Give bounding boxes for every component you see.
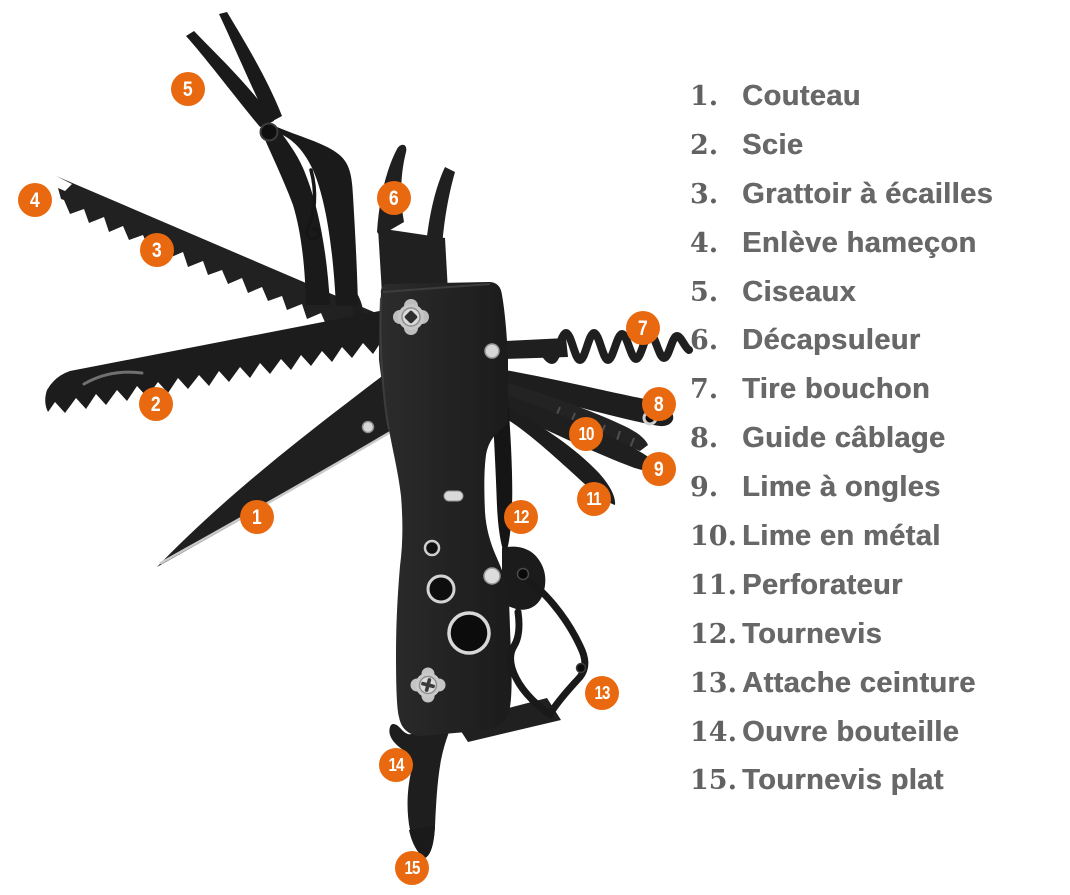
legend-item-number: 1. — [690, 80, 719, 112]
legend-item: 10. Lime en métal — [690, 512, 1065, 561]
legend-item: 1. Couteau — [690, 72, 1065, 121]
legend-item: 8. Guide câblage — [690, 414, 1065, 463]
callout-badge-14: 14 — [379, 748, 413, 782]
legend-item-number: 14. — [690, 716, 737, 748]
legend-item-label: Perforateur — [742, 568, 903, 601]
handle-hole-small — [423, 539, 441, 557]
rear-frame-bar — [455, 698, 561, 742]
scissors-shape — [186, 12, 358, 306]
callout-badge-7: 7 — [626, 311, 660, 345]
legend-item: 3. Grattoir à écailles — [690, 170, 1065, 219]
handle-bevel-highlight — [379, 283, 491, 431]
scissors-spring-wire — [305, 168, 321, 241]
legend-item-label: Ouvre bouteille — [742, 715, 960, 748]
corkscrew-shape — [505, 328, 693, 365]
legend-list: 1. Couteau 2. Scie 3. Grattoir à écaille… — [690, 72, 1065, 805]
callout-badge-6: 6 — [377, 181, 411, 215]
callout-badge-15: 15 — [395, 851, 429, 885]
legend-item-number: 7. — [690, 374, 719, 406]
legend-item-label: Tournevis — [742, 617, 883, 650]
carabiner-bolt — [516, 567, 530, 581]
handle-pin-lower — [483, 567, 501, 585]
callout-badge-8: 8 — [642, 387, 676, 421]
legend-item-label: Guide câblage — [742, 422, 946, 455]
legend-item-number: 6. — [690, 325, 719, 357]
legend-item-number: 2. — [690, 129, 719, 161]
bottle-opener-hook-shape — [389, 706, 462, 858]
legend-item: 2. Scie — [690, 121, 1065, 170]
knife-rivet — [361, 420, 375, 434]
legend-item-number: 12. — [690, 618, 737, 650]
legend-item-number: 10. — [690, 520, 737, 552]
callout-badge-3: 3 — [140, 233, 174, 267]
legend-item-label: Lime à ongles — [742, 471, 941, 504]
callout-badge-9: 9 — [642, 452, 676, 486]
legend-item: 6. Décapsuleur — [690, 316, 1065, 365]
carabiner-gate-bolt — [575, 662, 587, 674]
handle-pin-top — [484, 343, 500, 359]
handle-screw-bottom — [410, 667, 446, 703]
legend-item: 12. Tournevis — [690, 610, 1065, 659]
callout-badge-5: 5 — [171, 72, 205, 106]
legend-item: 5. Ciseaux — [690, 268, 1065, 317]
legend-item: 15. Tournevis plat — [690, 756, 1065, 805]
legend-item-number: 4. — [690, 227, 719, 259]
legend-item-number: 11. — [690, 569, 737, 601]
scissors-pivot — [259, 122, 279, 142]
callout-badge-12: 12 — [504, 500, 538, 534]
legend-item-label: Tire bouchon — [742, 373, 930, 406]
legend-item-number: 9. — [690, 472, 719, 504]
callout-badge-13: 13 — [585, 676, 619, 710]
legend-item: 7. Tire bouchon — [690, 365, 1065, 414]
legend-item-label: Enlève hameçon — [742, 226, 977, 259]
legend-item: 4. Enlève hameçon — [690, 219, 1065, 268]
flat-screwdriver-tip — [409, 826, 435, 858]
legend-item-number: 8. — [690, 423, 719, 455]
handle-body — [379, 282, 512, 736]
callout-badge-11: 11 — [577, 482, 611, 516]
legend-item-number: 15. — [690, 765, 737, 797]
legend-item-label: Décapsuleur — [742, 324, 921, 357]
handle-hole-medium — [426, 574, 456, 604]
legend-item-label: Scie — [742, 128, 804, 161]
legend-item-label: Attache ceinture — [742, 666, 976, 699]
legend-item: 9. Lime à ongles — [690, 463, 1065, 512]
handle-pin-mid — [443, 490, 464, 502]
callout-badge-10: 10 — [569, 417, 603, 451]
callout-badge-2: 2 — [139, 387, 173, 421]
awl-shape — [505, 406, 616, 505]
handle-screw-top — [393, 299, 429, 335]
legend-item-label: Tournevis plat — [742, 764, 944, 797]
legend-item-label: Ciseaux — [742, 275, 857, 308]
saw-nail-slot — [82, 370, 144, 386]
legend-item-label: Lime en métal — [742, 519, 941, 552]
legend-item-number: 5. — [690, 276, 719, 308]
legend-item: 11. Perforateur — [690, 561, 1065, 610]
legend-item-number: 3. — [690, 178, 719, 210]
legend-item: 13. Attache ceinture — [690, 659, 1065, 708]
carabiner-clip-shape — [507, 567, 589, 719]
legend-item-number: 13. — [690, 667, 737, 699]
lanyard-hole — [447, 611, 491, 655]
bottle-cap-opener-shape — [377, 144, 455, 294]
legend-item-label: Grattoir à écailles — [742, 177, 993, 210]
saw-blade-shape — [45, 297, 452, 413]
callout-badge-4: 4 — [18, 183, 52, 217]
callout-badge-1: 1 — [240, 500, 274, 534]
legend-item: 14. Ouvre bouteille — [690, 708, 1065, 757]
legend-item-label: Couteau — [742, 79, 861, 112]
